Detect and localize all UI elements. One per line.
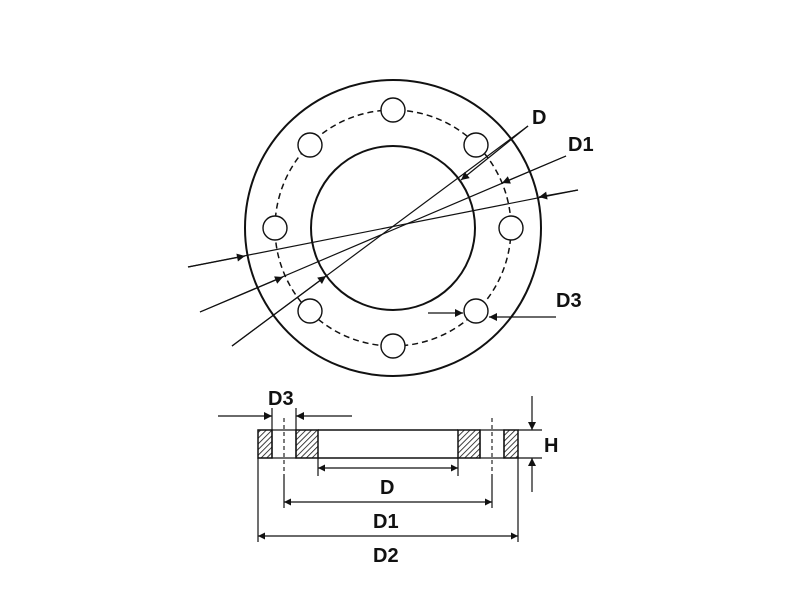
d-arrow-lower <box>231 275 327 347</box>
top-label-d: D <box>532 107 546 129</box>
d2-arrow-lower <box>187 253 246 268</box>
section-right-outer <box>503 429 519 459</box>
side-label-h: H <box>544 435 558 457</box>
side-label-d: D <box>380 477 394 499</box>
d1-arrow-upper <box>501 155 567 184</box>
d2-arrow-upper <box>538 189 579 200</box>
flange-bore-circle <box>310 145 476 311</box>
side-label-d1: D1 <box>373 511 399 533</box>
bolt-holes <box>262 97 524 359</box>
bolt-hole <box>380 97 406 123</box>
section-left-inner <box>295 429 319 459</box>
side-view: D3 H D D1 D2 <box>218 388 558 567</box>
bolt-hole <box>498 215 524 241</box>
d1-arrow-lower <box>199 276 284 313</box>
bolt-hole <box>297 298 323 324</box>
bolt-hole <box>262 215 288 241</box>
bolt-hole <box>380 333 406 359</box>
section-left-bolt-gap <box>271 429 297 459</box>
section-right-inner <box>457 429 481 459</box>
flange-outer-circle <box>244 79 542 377</box>
section-right-bolt-gap <box>479 429 505 459</box>
top-label-d3: D3 <box>556 290 582 312</box>
top-view: D D1 D3 <box>187 79 594 377</box>
d-arrow-upper <box>460 125 529 181</box>
top-label-d1: D1 <box>568 134 594 156</box>
section-left-outer <box>257 429 273 459</box>
side-label-d3: D3 <box>268 388 294 410</box>
bolt-hole <box>463 298 489 324</box>
d2-leader-line <box>187 189 579 268</box>
bolt-hole <box>463 132 489 158</box>
bolt-hole <box>297 132 323 158</box>
side-label-d2: D2 <box>373 545 399 567</box>
